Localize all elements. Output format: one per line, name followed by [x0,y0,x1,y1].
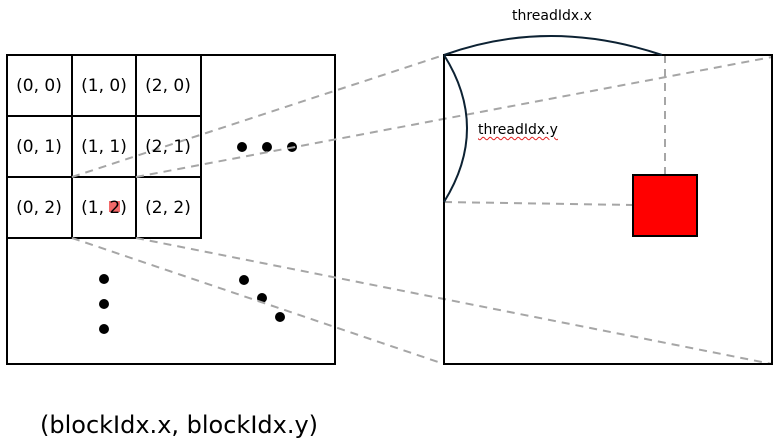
thread-x-brace [443,35,663,56]
ellipsis-dot [262,142,272,152]
ellipsis-dot [99,274,109,284]
thread-marker [109,201,120,212]
block-label: (0, 0) [16,76,62,96]
thread-y-brace [443,54,468,203]
ellipsis-dot [99,299,109,309]
projection-lines [71,54,773,365]
block-label: (2, 0) [145,76,191,96]
thread-y-guide [443,201,634,206]
highlighted-thread [632,174,698,237]
thread-x-label: threadIdx.x [512,8,592,24]
projection-line [135,237,773,365]
ellipsis-dot [275,312,285,322]
block-cell [135,176,202,239]
ellipsis-horizontal [237,142,297,152]
grid-caption: (blockIdx.x, blockIdx.y) [40,411,319,439]
ellipsis-dot [239,275,249,285]
block-label: (0, 1) [16,137,62,157]
ellipsis-vertical [99,274,109,334]
ellipsis-diagonal [239,275,285,322]
projection-line [71,54,445,178]
block-label: (0, 2) [16,198,62,218]
block-label: (1, 2) [81,198,127,218]
block-label: (1, 0) [81,76,127,96]
block-label: (2, 1) [145,137,191,157]
thread-y-label: threadIdx.y [478,122,558,138]
block-cells [6,54,202,239]
block-label: (1, 1) [81,137,127,157]
projection-line [71,237,445,365]
ellipsis-dot [99,324,109,334]
ellipsis-dot [237,142,247,152]
zoomed-block-frame [443,54,773,365]
block-label: (2, 2) [145,198,191,218]
